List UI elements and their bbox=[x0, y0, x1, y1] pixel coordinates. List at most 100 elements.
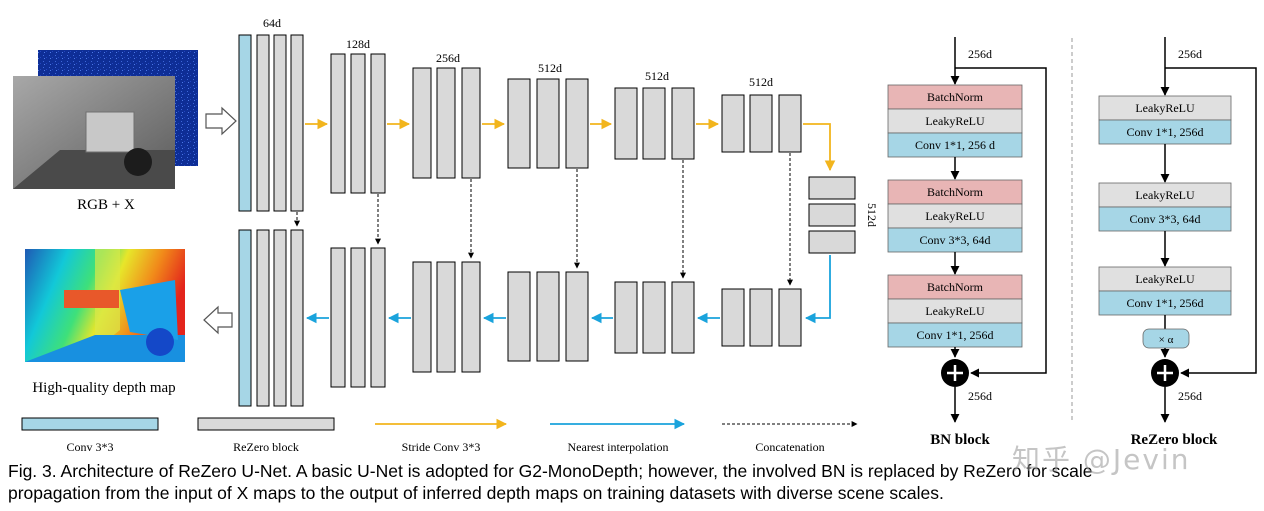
channel-label-512-a: 512d bbox=[538, 61, 562, 75]
channel-label-64: 64d bbox=[263, 16, 281, 30]
encoder-conv-block bbox=[238, 34, 252, 212]
bn-layer-batchnorm bbox=[887, 179, 1023, 205]
bn-layer-label: LeakyReLU bbox=[925, 114, 985, 128]
encoder-rezero-block bbox=[614, 87, 638, 160]
decoder-rezero-block bbox=[507, 271, 531, 362]
decoder-rezero-block bbox=[778, 288, 802, 347]
nearest-arrow-from-bottleneck bbox=[804, 255, 831, 324]
decoder-rezero-block bbox=[461, 261, 481, 373]
bn-layer-conv bbox=[887, 132, 1023, 158]
decoder-rezero-block bbox=[536, 271, 560, 362]
decoder-rezero-block bbox=[749, 288, 773, 347]
rezero-layer-leakyrelu bbox=[1098, 182, 1232, 208]
decoder-rezero-block bbox=[565, 271, 589, 362]
encoder-rezero-block bbox=[749, 94, 773, 153]
legend: Conv 3*3 ReZero block Stride Conv 3*3 Ne… bbox=[21, 417, 858, 454]
legend-stride-label: Stride Conv 3*3 bbox=[402, 440, 481, 454]
encoder-rezero-block bbox=[370, 53, 386, 194]
rezero-alpha-scale bbox=[1142, 328, 1190, 349]
encoder-rezero-block bbox=[536, 78, 560, 169]
channel-label-512-b: 512d bbox=[645, 69, 669, 83]
decoder-rezero-block bbox=[436, 261, 456, 373]
output-depth-map bbox=[25, 249, 185, 362]
rezero-layer-label: Conv 3*3, 64d bbox=[1129, 212, 1200, 226]
caption-line-2: propagation from the input of X maps to … bbox=[8, 483, 944, 503]
unet-architecture-diagram: RGB + X High-quality depth map 64d 128d … bbox=[13, 16, 1257, 454]
bn-layer-conv bbox=[887, 227, 1023, 253]
rezero-layer-label: Conv 1*1, 256d bbox=[1126, 125, 1203, 139]
rezero-layer-label: Conv 1*1, 256d bbox=[1126, 296, 1203, 310]
decoder-rezero-block bbox=[614, 281, 638, 354]
channel-label-256: 256d bbox=[436, 51, 460, 65]
figure-caption: Fig. 3. Architecture of ReZero U-Net. A … bbox=[8, 460, 1258, 504]
encoder-rezero-block bbox=[436, 67, 456, 179]
bn-layer-batchnorm bbox=[887, 274, 1023, 300]
bn-layer-label: Conv 1*1, 256 d bbox=[915, 138, 995, 152]
nearest-interp-arrows bbox=[305, 255, 831, 324]
channel-label-512-c: 512d bbox=[749, 75, 773, 89]
input-hollow-arrow bbox=[205, 106, 237, 136]
rezero-layer-leakyrelu bbox=[1098, 266, 1232, 292]
encoder-rezero-block bbox=[350, 53, 366, 194]
encoder-rezero-block bbox=[565, 78, 589, 169]
bn-input-dim: 256d bbox=[968, 47, 992, 61]
channel-label-bottleneck: 512d bbox=[865, 203, 879, 227]
stride-conv-arrows bbox=[305, 118, 836, 172]
rezero-layer-conv bbox=[1098, 290, 1232, 316]
bn-layer-leakyrelu bbox=[887, 203, 1023, 229]
decoder-conv-block bbox=[238, 229, 252, 407]
encoder-rezero-block bbox=[256, 34, 270, 212]
decoder-rezero-block bbox=[412, 261, 432, 373]
decoder bbox=[238, 229, 802, 407]
depth-object bbox=[120, 280, 178, 340]
rezero-block-diagram: 256d LeakyReLU Conv 1*1, 256d LeakyReLU … bbox=[1098, 37, 1257, 448]
rezero-layer-label: LeakyReLU bbox=[1135, 188, 1195, 202]
decoder-rezero-block bbox=[350, 247, 366, 388]
input-images bbox=[13, 50, 198, 189]
bn-layer-label: LeakyReLU bbox=[925, 304, 985, 318]
watermark: 知乎 @Jevin bbox=[1012, 443, 1191, 476]
encoder-rezero-block bbox=[273, 34, 287, 212]
rezero-layer-label: LeakyReLU bbox=[1135, 272, 1195, 286]
legend-conv-swatch bbox=[21, 417, 159, 431]
rgb-chair bbox=[124, 148, 152, 176]
rezero-layer-conv bbox=[1098, 119, 1232, 145]
decoder-rezero-block bbox=[256, 229, 270, 407]
rezero-layer-label: LeakyReLU bbox=[1135, 101, 1195, 115]
caption-line-1: Fig. 3. Architecture of ReZero U-Net. A … bbox=[8, 461, 1093, 481]
decoder-rezero-block bbox=[671, 281, 695, 354]
bn-layer-label: BatchNorm bbox=[927, 90, 984, 104]
depth-printer bbox=[64, 290, 119, 308]
depth-chair bbox=[146, 328, 174, 356]
legend-rezero-label: ReZero block bbox=[233, 440, 299, 454]
bn-block-title: BN block bbox=[930, 432, 990, 448]
input-label: RGB + X bbox=[77, 197, 135, 213]
decoder-rezero-block bbox=[370, 247, 386, 388]
legend-conv-label: Conv 3*3 bbox=[66, 440, 113, 454]
decoder-rezero-block bbox=[721, 288, 745, 347]
bn-output-dim: 256d bbox=[968, 389, 992, 403]
bn-add-plus bbox=[947, 365, 963, 381]
encoder-rezero-block bbox=[721, 94, 745, 153]
bn-block-diagram: 256d BatchNorm LeakyReLU Conv 1*1, 256 d… bbox=[887, 37, 1047, 448]
bn-layer-label: BatchNorm bbox=[927, 280, 984, 294]
legend-nearest-label: Nearest interpolation bbox=[568, 440, 669, 454]
decoder-rezero-block bbox=[290, 229, 304, 407]
encoder-rezero-block bbox=[330, 53, 346, 194]
encoder-rezero-block bbox=[290, 34, 304, 212]
encoder-rezero-block bbox=[412, 67, 432, 179]
channel-label-128: 128d bbox=[346, 37, 370, 51]
output-hollow-arrow bbox=[203, 305, 233, 335]
bottleneck: 512d bbox=[808, 176, 879, 254]
output-label: High-quality depth map bbox=[32, 380, 175, 396]
rezero-residual-path bbox=[1165, 67, 1257, 378]
encoder-rezero-block bbox=[507, 78, 531, 169]
bn-layer-leakyrelu bbox=[887, 108, 1023, 134]
bottleneck-block bbox=[808, 230, 856, 254]
encoder-rezero-block bbox=[671, 87, 695, 160]
bn-residual-path bbox=[955, 67, 1047, 378]
decoder-rezero-block bbox=[330, 247, 346, 388]
legend-rezero-swatch bbox=[197, 417, 335, 431]
rezero-alpha-label: × α bbox=[1159, 334, 1174, 346]
depth-floor bbox=[25, 335, 185, 362]
